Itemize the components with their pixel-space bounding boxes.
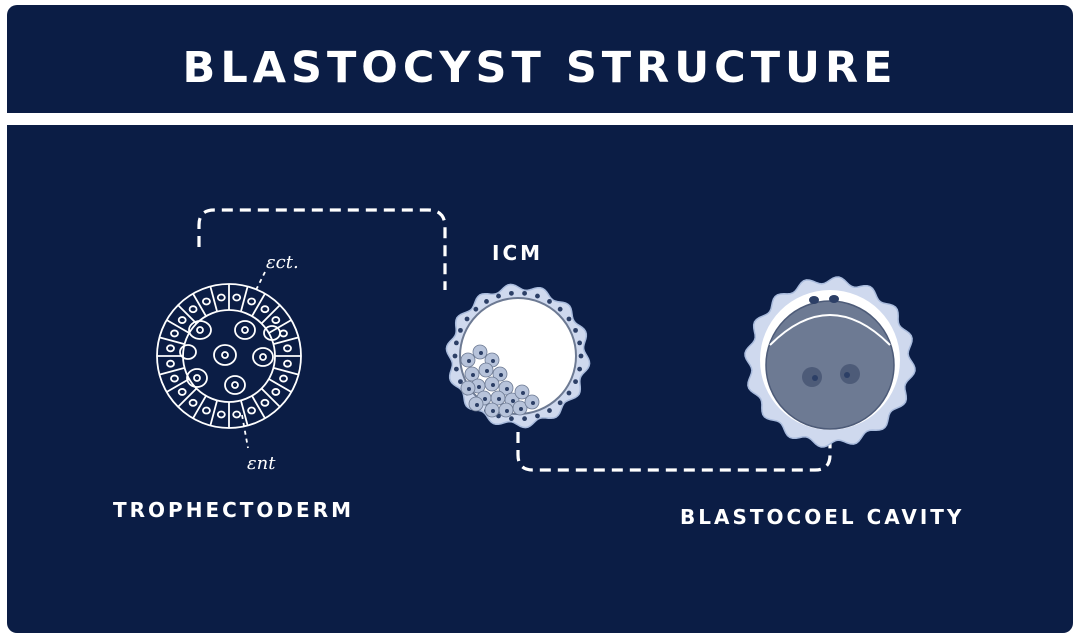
header-banner bbox=[7, 5, 1073, 113]
ent-pointer bbox=[241, 414, 249, 449]
trophectoderm-sketch bbox=[156, 271, 302, 449]
connector-icm-cavity bbox=[516, 432, 832, 472]
icm-blastocyst bbox=[445, 283, 591, 429]
connector-trophectoderm-icm bbox=[197, 208, 447, 290]
blastocoel-cavity-label: BLASTOCOEL CAVITY bbox=[680, 505, 965, 529]
cavity-blastocyst bbox=[744, 276, 916, 448]
trophectoderm-label: TROPHECTODERM bbox=[113, 498, 354, 522]
icm-label: ICM bbox=[492, 241, 544, 265]
page-title: BLASTOCYST STRUCTURE bbox=[182, 43, 898, 93]
ect-annotation: εct. bbox=[266, 252, 299, 273]
ect-pointer bbox=[254, 271, 266, 293]
ent-annotation: εnt bbox=[247, 453, 276, 474]
